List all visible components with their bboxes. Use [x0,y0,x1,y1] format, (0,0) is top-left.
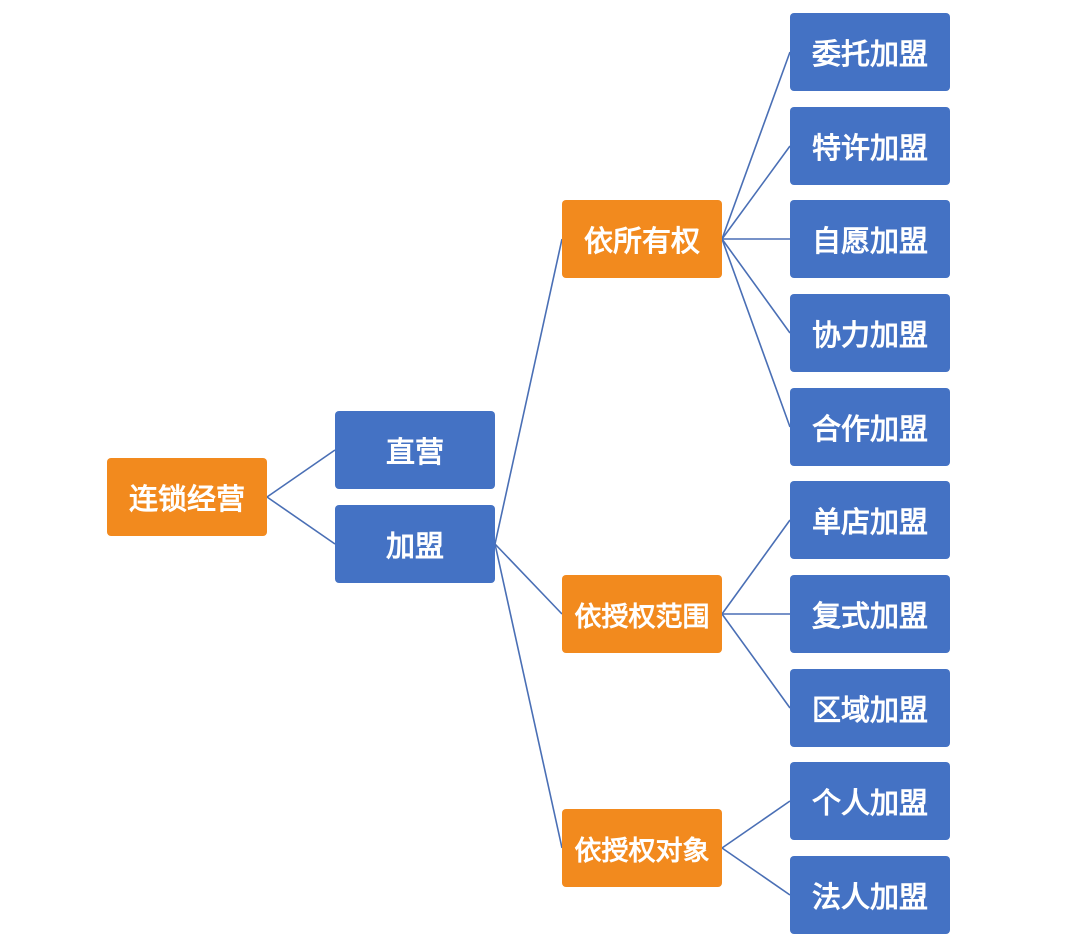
connector-own-to-l4 [721,238,791,334]
connector-object-to-l9 [721,800,791,849]
connector-scope-to-l6 [721,519,791,615]
leaf-object-1: 个人加盟 [790,762,950,840]
node-direct-operation: 直营 [335,411,495,489]
leaf-ownership-5: 合作加盟 [790,388,950,466]
leaf-ownership-1: 委托加盟 [790,13,950,91]
node-chain-operation: 连锁经营 [107,458,267,536]
connector-franchise-to-scope [494,543,563,615]
leaf-scope-1: 单店加盟 [790,481,950,559]
leaf-scope-3: 区域加盟 [790,669,950,747]
connector-root-to-direct [266,449,336,498]
connector-object-to-l10 [721,847,791,896]
connector-own-to-l2 [721,145,791,240]
leaf-ownership-3: 自愿加盟 [790,200,950,278]
connector-root-to-franchise [266,496,336,545]
node-franchise: 加盟 [335,505,495,583]
leaf-scope-2: 复式加盟 [790,575,950,653]
node-by-ownership: 依所有权 [562,200,722,278]
connector-own-to-l5 [721,238,791,428]
connector-scope-to-l8 [721,613,791,709]
leaf-ownership-4: 协力加盟 [790,294,950,372]
connector-own-to-l1 [721,51,791,240]
leaf-ownership-2: 特许加盟 [790,107,950,185]
leaf-object-2: 法人加盟 [790,856,950,934]
connector-franchise-to-own [494,238,563,545]
connector-franchise-to-object [494,543,563,849]
node-by-authorization-object: 依授权对象 [562,809,722,887]
node-by-authorization-scope: 依授权范围 [562,575,722,653]
